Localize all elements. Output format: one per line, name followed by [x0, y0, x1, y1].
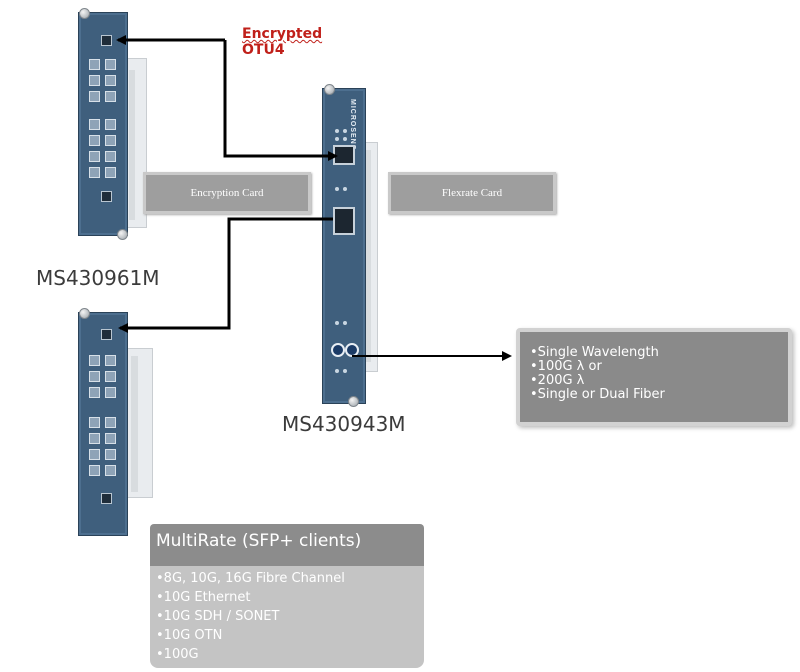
wavelength-item: •100G λ or — [530, 359, 602, 374]
wavelength-info-box: •Single Wavelength •100G λ or •200G λ •S… — [516, 328, 792, 426]
card-top-heatsink-fin — [129, 70, 135, 220]
screw-icon — [348, 396, 359, 407]
sfp-port — [89, 59, 100, 70]
sfp-port — [89, 119, 100, 130]
card-bottom-mgmt-port — [101, 493, 112, 504]
screw-icon — [79, 8, 90, 19]
sfp-port — [89, 433, 100, 444]
otu4-link — [223, 40, 338, 161]
multirate-list: •8G, 10G, 16G Fibre Channel •10G Etherne… — [150, 566, 424, 668]
model-ms430961m: MS430961M — [36, 266, 160, 290]
client-link — [118, 217, 333, 333]
sfp-port — [89, 151, 100, 162]
flexrate-card-label: Flexrate Card — [388, 172, 556, 214]
status-led — [335, 369, 339, 373]
sfp-port — [89, 449, 100, 460]
status-led — [343, 187, 347, 191]
sfp-port — [105, 387, 116, 398]
multirate-title: MultiRate (SFP+ clients) — [150, 524, 424, 566]
sfp-port — [89, 387, 100, 398]
multirate-item: •10G SDH / SONET — [156, 609, 280, 624]
status-led — [343, 129, 347, 133]
card-bottom-faceplate — [78, 312, 128, 536]
status-led — [343, 137, 347, 141]
flexrate-brand: MICROSENS — [349, 99, 356, 151]
sfp-port — [105, 433, 116, 444]
sfp-port — [105, 91, 116, 102]
sfp-port — [89, 465, 100, 476]
encryption-card-label: Encryption Card — [143, 172, 311, 214]
multirate-item: •10G OTN — [156, 628, 223, 643]
status-led — [335, 187, 339, 191]
sfp-port — [105, 135, 116, 146]
screw-icon — [117, 229, 128, 240]
sfp-port — [105, 119, 116, 130]
wavelength-item: •Single Wavelength — [530, 345, 659, 360]
screw-icon — [79, 308, 90, 319]
flexrate-faceplate: MICROSENS — [322, 88, 366, 404]
card-top-mgmt-port — [101, 191, 112, 202]
sfp-port — [89, 75, 100, 86]
sfp-port — [105, 417, 116, 428]
sfp-port — [89, 355, 100, 366]
card-top-faceplate — [78, 12, 128, 236]
sfp-port — [89, 135, 100, 146]
sfp-port — [105, 355, 116, 366]
multirate-item: •100G — [156, 647, 199, 662]
sfp-port — [89, 167, 100, 178]
status-led — [335, 129, 339, 133]
sfp-port — [105, 151, 116, 162]
lc-connector-icon — [331, 343, 345, 357]
encrypted-otu4-label: Encrypted OTU4 — [242, 26, 322, 58]
wavelength-item: •200G λ — [530, 373, 585, 388]
status-led — [335, 321, 339, 325]
model-ms430943m: MS430943M — [282, 412, 406, 436]
encrypted-label-line2: OTU4 — [242, 42, 285, 58]
status-led — [343, 369, 347, 373]
sfp-port — [105, 465, 116, 476]
sfp-port — [89, 91, 100, 102]
wavelength-item: •Single or Dual Fiber — [530, 387, 665, 402]
card-bottom-heatsink-fin — [131, 356, 138, 492]
sfp-port — [105, 449, 116, 460]
sfp-port — [105, 75, 116, 86]
card-bottom-trunk-port — [101, 329, 112, 340]
flexrate-client-port-2 — [333, 207, 355, 235]
screw-icon — [324, 84, 335, 95]
flexrate-heatsink-fin — [366, 150, 371, 362]
card-top-trunk-port — [101, 35, 112, 46]
status-led — [335, 137, 339, 141]
multirate-item: •8G, 10G, 16G Fibre Channel — [156, 571, 345, 586]
status-led — [343, 321, 347, 325]
sfp-port — [105, 167, 116, 178]
sfp-port — [105, 59, 116, 70]
sfp-port — [89, 371, 100, 382]
multirate-item: •10G Ethernet — [156, 590, 251, 605]
sfp-port — [105, 371, 116, 382]
sfp-port — [89, 417, 100, 428]
encrypted-label-line1: Encrypted — [242, 26, 323, 42]
